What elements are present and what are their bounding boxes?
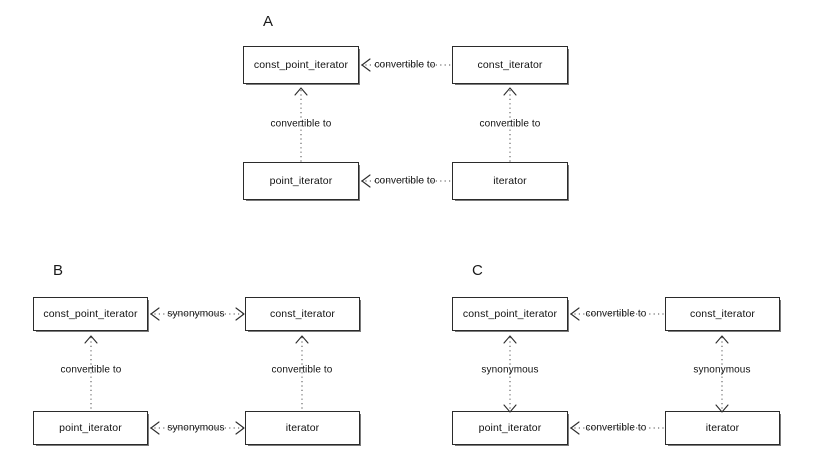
node-label: const_point_iterator (43, 308, 138, 320)
arrowhead-a-right-up (503, 87, 517, 96)
node-label: iterator (285, 422, 320, 434)
node-label: const_iterator (269, 308, 335, 320)
edge-label-a-top: convertible to (372, 59, 438, 71)
arrowhead-b-bottom-right (235, 421, 245, 435)
edge-label-a-right: convertible to (477, 118, 543, 130)
edge-label-b-top: synonymous (165, 308, 227, 320)
arrowhead-c-right-up (715, 335, 729, 344)
arrowhead-c-bottom-left (570, 421, 580, 435)
edge-label-a-left: convertible to (268, 118, 334, 130)
arrowhead-b-right-up (295, 335, 309, 344)
edge-label-b-bottom: synonymous (165, 422, 227, 434)
panel-label-c: C (472, 262, 484, 279)
node-a-const-iterator[interactable]: const_iterator (452, 46, 568, 84)
arrowhead-b-left-up (84, 335, 98, 344)
node-b-iterator[interactable]: iterator (245, 411, 360, 445)
arrowhead-a-top-left (361, 58, 371, 72)
node-label: point_iterator (478, 422, 542, 434)
panel-label-a: A (263, 13, 274, 30)
node-label: const_point_iterator (253, 59, 349, 71)
edge-label-c-left: synonymous (479, 364, 541, 376)
node-a-point-iterator[interactable]: point_iterator (243, 162, 359, 200)
edge-label-c-bottom: convertible to (583, 422, 649, 434)
node-label: const_iterator (689, 308, 755, 320)
node-b-const-point-iterator[interactable]: const_point_iterator (33, 297, 148, 331)
edge-label-b-left: convertible to (58, 364, 124, 376)
node-c-point-iterator[interactable]: point_iterator (452, 411, 568, 445)
edge-label-b-right: convertible to (269, 364, 335, 376)
arrowhead-b-top-right (235, 307, 245, 321)
node-b-point-iterator[interactable]: point_iterator (33, 411, 148, 445)
node-a-const-point-iterator[interactable]: const_point_iterator (243, 46, 359, 84)
arrowhead-b-top-left (150, 307, 160, 321)
arrowhead-c-top-left (570, 307, 580, 321)
panel-label-b: B (53, 262, 64, 279)
node-c-const-point-iterator[interactable]: const_point_iterator (452, 297, 568, 331)
edge-label-c-top: convertible to (583, 308, 649, 320)
node-label: point_iterator (269, 175, 333, 187)
node-b-const-iterator[interactable]: const_iterator (245, 297, 360, 331)
arrowhead-b-bottom-left (150, 421, 160, 435)
node-label: iterator (705, 422, 740, 434)
edge-label-c-right: synonymous (691, 364, 753, 376)
edge-label-a-bottom: convertible to (372, 175, 438, 187)
node-label: point_iterator (59, 422, 122, 434)
node-label: iterator (493, 175, 527, 187)
arrowhead-c-left-up (503, 335, 517, 344)
node-label: const_point_iterator (462, 308, 558, 320)
node-label: const_iterator (477, 59, 543, 71)
arrowhead-a-left-up (294, 87, 308, 96)
node-c-const-iterator[interactable]: const_iterator (665, 297, 780, 331)
node-c-iterator[interactable]: iterator (665, 411, 780, 445)
arrowhead-a-bottom-left (361, 174, 371, 188)
node-a-iterator[interactable]: iterator (452, 162, 568, 200)
